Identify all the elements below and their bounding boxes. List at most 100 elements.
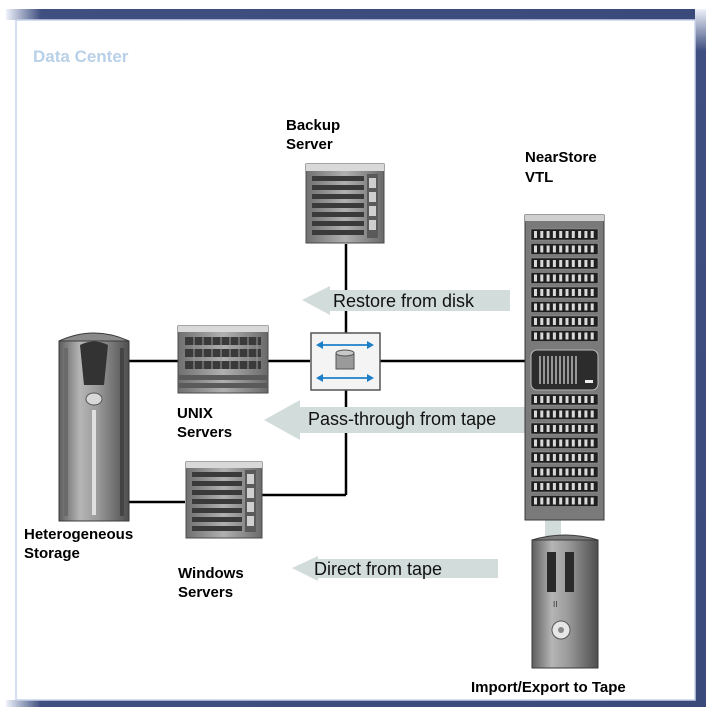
vtl-drive-slot [571, 274, 575, 282]
vtl-drive-slot [534, 332, 537, 340]
vtl-drive-slot [540, 274, 544, 282]
vtl-drive-slot [584, 245, 588, 253]
vtl-drive-slot [578, 260, 582, 267]
vtl-drive-slot [565, 231, 569, 238]
vtl-drive-slot [552, 260, 556, 267]
heterogeneous-storage-label: Heterogeneous Storage [24, 526, 134, 562]
vtl-drive-slot [565, 468, 569, 476]
vtl-drive-slot [571, 303, 575, 311]
vtl-drive-slot [546, 410, 550, 418]
vtl-drive-slot [546, 425, 550, 432]
vtl-shelf [530, 422, 599, 435]
vtl-drive-slot [590, 274, 594, 282]
vtl-drive-slot [534, 396, 537, 403]
vtl-drive-slot [546, 454, 550, 461]
vtl-drive-slot [546, 231, 550, 238]
vtl-drive-slot [578, 289, 582, 296]
vtl-drive-slot [565, 497, 569, 505]
tape-label: Import/Export to Tape [471, 679, 626, 696]
vtl-drive-slot [565, 483, 569, 490]
vtl-drive-slot [534, 318, 537, 325]
vtl-drive-slot [584, 231, 588, 238]
vtl-drive-slot [552, 274, 556, 282]
vtl-drive-slot [571, 289, 575, 296]
vtl-drive-slot [584, 425, 588, 432]
vtl-drive-slot [552, 318, 556, 325]
vtl-drive-slot [571, 245, 575, 253]
vtl-drive-slot [534, 231, 537, 238]
vtl-drive-slot [590, 260, 594, 267]
vtl-drive-slot [590, 289, 594, 296]
vtl-drive-slot [540, 483, 544, 490]
vtl-drive-slot [578, 454, 582, 461]
vtl-drive-slot [534, 260, 537, 267]
vtl-drive-slot [559, 289, 563, 296]
vtl-drive-slot [552, 231, 556, 238]
vtl-drive-slot [584, 410, 588, 418]
vtl-drive-slot [540, 468, 544, 476]
windows-servers-icon [185, 461, 263, 539]
vtl-drive-slot [590, 396, 594, 403]
tape-device-icon: II [531, 534, 599, 669]
vtl-drive-slot [571, 396, 575, 403]
vtl-shelf [530, 480, 599, 493]
vtl-drive-slot [590, 468, 594, 476]
vtl-drive-slot [540, 410, 544, 418]
vtl-drive-slot [552, 289, 556, 296]
flow-restore-arrow [302, 286, 510, 315]
vtl-drive-slot [559, 410, 563, 418]
vtl-drive-slot [565, 454, 569, 461]
vtl-drive-slot [590, 231, 594, 238]
vtl-drive-slot [534, 289, 537, 296]
vtl-drive-slot [559, 303, 563, 311]
vtl-shelf [530, 301, 599, 313]
vtl-drive-slot [578, 410, 582, 418]
vtl-drive-slot [578, 396, 582, 403]
vtl-drive-slot [565, 289, 569, 296]
vtl-drive-slot [552, 396, 556, 403]
vtl-drive-slot [584, 439, 588, 447]
vtl-drive-slot [565, 425, 569, 432]
nearstore-vtl-label-line2: VTL [525, 169, 553, 186]
vtl-drive-slot [571, 332, 575, 340]
unix-servers-icon [177, 325, 269, 394]
vtl-drive-slot [540, 454, 544, 461]
vtl-shelf [530, 408, 599, 420]
vtl-drive-slot [546, 245, 550, 253]
vtl-drive-slot [584, 260, 588, 267]
backup-server-label: Backup Server [286, 117, 341, 153]
vtl-drive-slot [559, 425, 563, 432]
vtl-drive-slot [565, 303, 569, 311]
vtl-drive-slot [578, 245, 582, 253]
vtl-drive-slot [546, 318, 550, 325]
vtl-drive-slot [540, 289, 544, 296]
nearstore-vtl-icon [524, 214, 605, 521]
vtl-drive-slot [546, 439, 550, 447]
vtl-drive-slot [552, 332, 556, 340]
vtl-shelf [530, 315, 599, 328]
vtl-drive-slot [534, 483, 537, 490]
vtl-drive-slot [578, 318, 582, 325]
vtl-drive-slot [578, 274, 582, 282]
vtl-drive-slot [559, 468, 563, 476]
vtl-drive-slot [559, 454, 563, 461]
vtl-drive-slot [559, 497, 563, 505]
vtl-shelf [530, 243, 599, 255]
vtl-drive-slot [571, 318, 575, 325]
switch-icon [310, 332, 381, 391]
vtl-drive-slot [578, 332, 582, 340]
vtl-drive-slot [590, 497, 594, 505]
vtl-shelf [530, 451, 599, 464]
vtl-drive-slot [565, 439, 569, 447]
vtl-shelf [530, 257, 599, 270]
vtl-shelf [530, 466, 599, 478]
vtl-drive-slot [578, 468, 582, 476]
vtl-drive-slot [578, 483, 582, 490]
vtl-drive-slot [534, 497, 537, 505]
vtl-drive-slot [552, 439, 556, 447]
vtl-drive-slot [565, 410, 569, 418]
vtl-drive-slot [571, 410, 575, 418]
vtl-drive-slot [552, 425, 556, 432]
connection-lines [120, 244, 525, 504]
